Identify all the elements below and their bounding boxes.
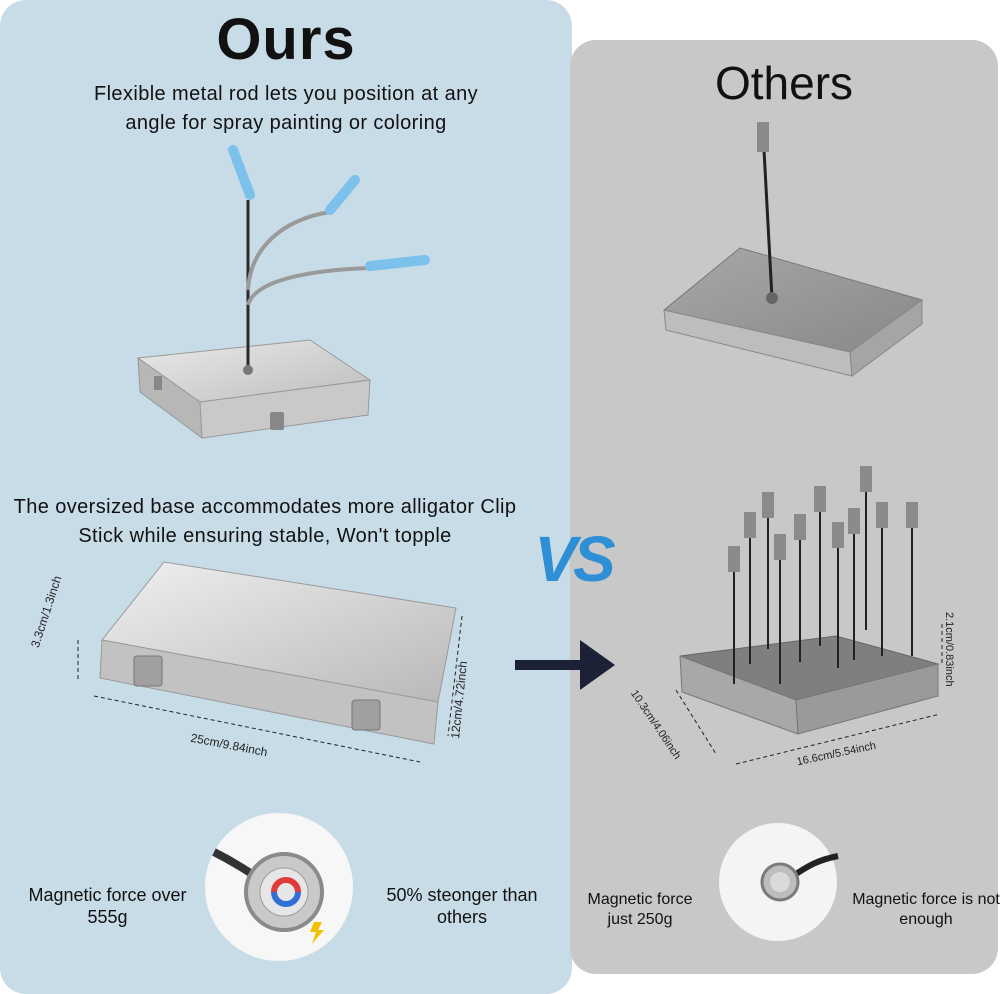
others-magnet-image <box>719 823 839 941</box>
base-description: The oversized base accommodates more all… <box>13 496 517 547</box>
ours-magnet-strength-text: 50% steonger than others <box>386 885 538 927</box>
others-magnet-force-text: Magnetic force just 250g <box>587 891 693 928</box>
others-panel <box>570 40 998 974</box>
ours-magnet-force-text: Magnetic force over 555g <box>28 885 187 927</box>
others-title: Others <box>714 57 854 109</box>
rod-description: Flexible metal rod lets you position at … <box>93 83 479 134</box>
ours-magnet-image <box>205 813 353 961</box>
others-magnet-weak-text: Magnetic force is not enough <box>852 891 1000 928</box>
ours-base-box-image <box>77 561 463 763</box>
ours-title: Ours <box>216 7 356 72</box>
ours-flexible-stand-image <box>136 145 430 440</box>
others-single-stand-image <box>662 122 924 377</box>
others-height-dimension: 2.1cm/0.83inch <box>943 612 955 687</box>
arrow-right-icon <box>515 640 615 690</box>
others-clip-stand-image <box>675 466 943 765</box>
vs-label: VS <box>534 523 615 595</box>
